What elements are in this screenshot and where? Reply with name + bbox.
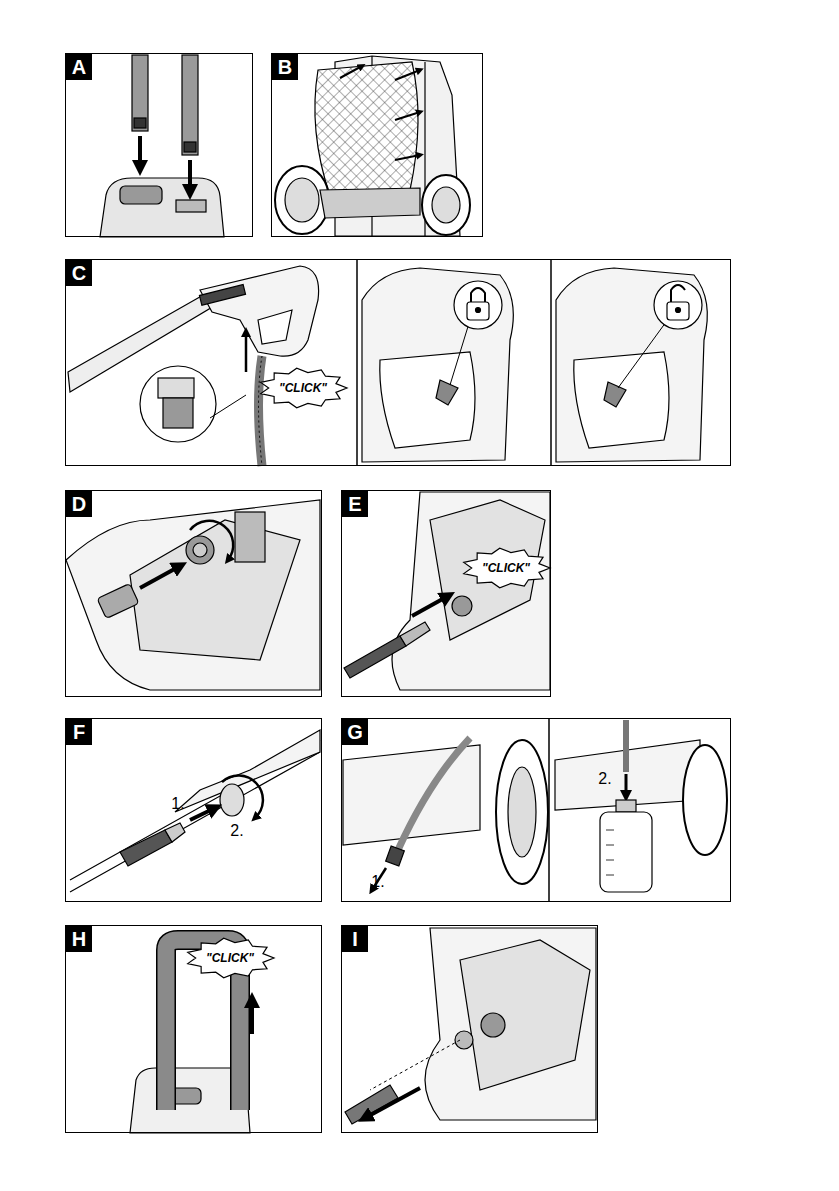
step-panel: F (65, 718, 322, 902)
step-panel: B (271, 53, 483, 237)
outlet-connector-figure (66, 500, 320, 690)
lock-closeup-figure (362, 268, 707, 462)
panel-letter: C (66, 260, 92, 286)
panel-letter: F (66, 719, 92, 745)
step-number: 2. (230, 822, 243, 840)
click-burst (188, 938, 274, 978)
handle-insert-figure (100, 55, 224, 237)
panel-letter: D (66, 491, 92, 517)
spray-gun-figure (68, 266, 319, 466)
panel-letter: E (342, 491, 368, 517)
accessory-net-figure (275, 56, 470, 236)
click-callout: "CLICK" (206, 951, 254, 965)
hose-release-figure (345, 928, 596, 1124)
step-panel: C (65, 259, 731, 466)
step-panel: I (341, 925, 598, 1133)
click-callout: "CLICK" (279, 381, 327, 395)
step-panel: E (341, 490, 551, 697)
step-panel: G (341, 718, 731, 902)
panel-letter: H (66, 926, 92, 952)
step-number: 1. (371, 873, 384, 891)
step-number: 2. (598, 770, 611, 788)
detergent-hose-figure (343, 720, 727, 892)
click-callout: "CLICK" (482, 561, 530, 575)
hose-connect-figure (344, 492, 550, 690)
nozzle-figure (70, 730, 320, 892)
step-panel: H (65, 925, 322, 1133)
step-panel: A (65, 53, 253, 237)
click-burst (464, 548, 550, 588)
step-panel: D (65, 490, 322, 697)
panel-letter: I (342, 926, 368, 952)
click-burst (261, 368, 347, 408)
step-number: 1. (171, 795, 184, 813)
panel-letter: B (272, 54, 298, 80)
panel-letter: A (66, 54, 92, 80)
click-burst-layer (188, 368, 550, 978)
panel-letter: G (342, 719, 368, 745)
